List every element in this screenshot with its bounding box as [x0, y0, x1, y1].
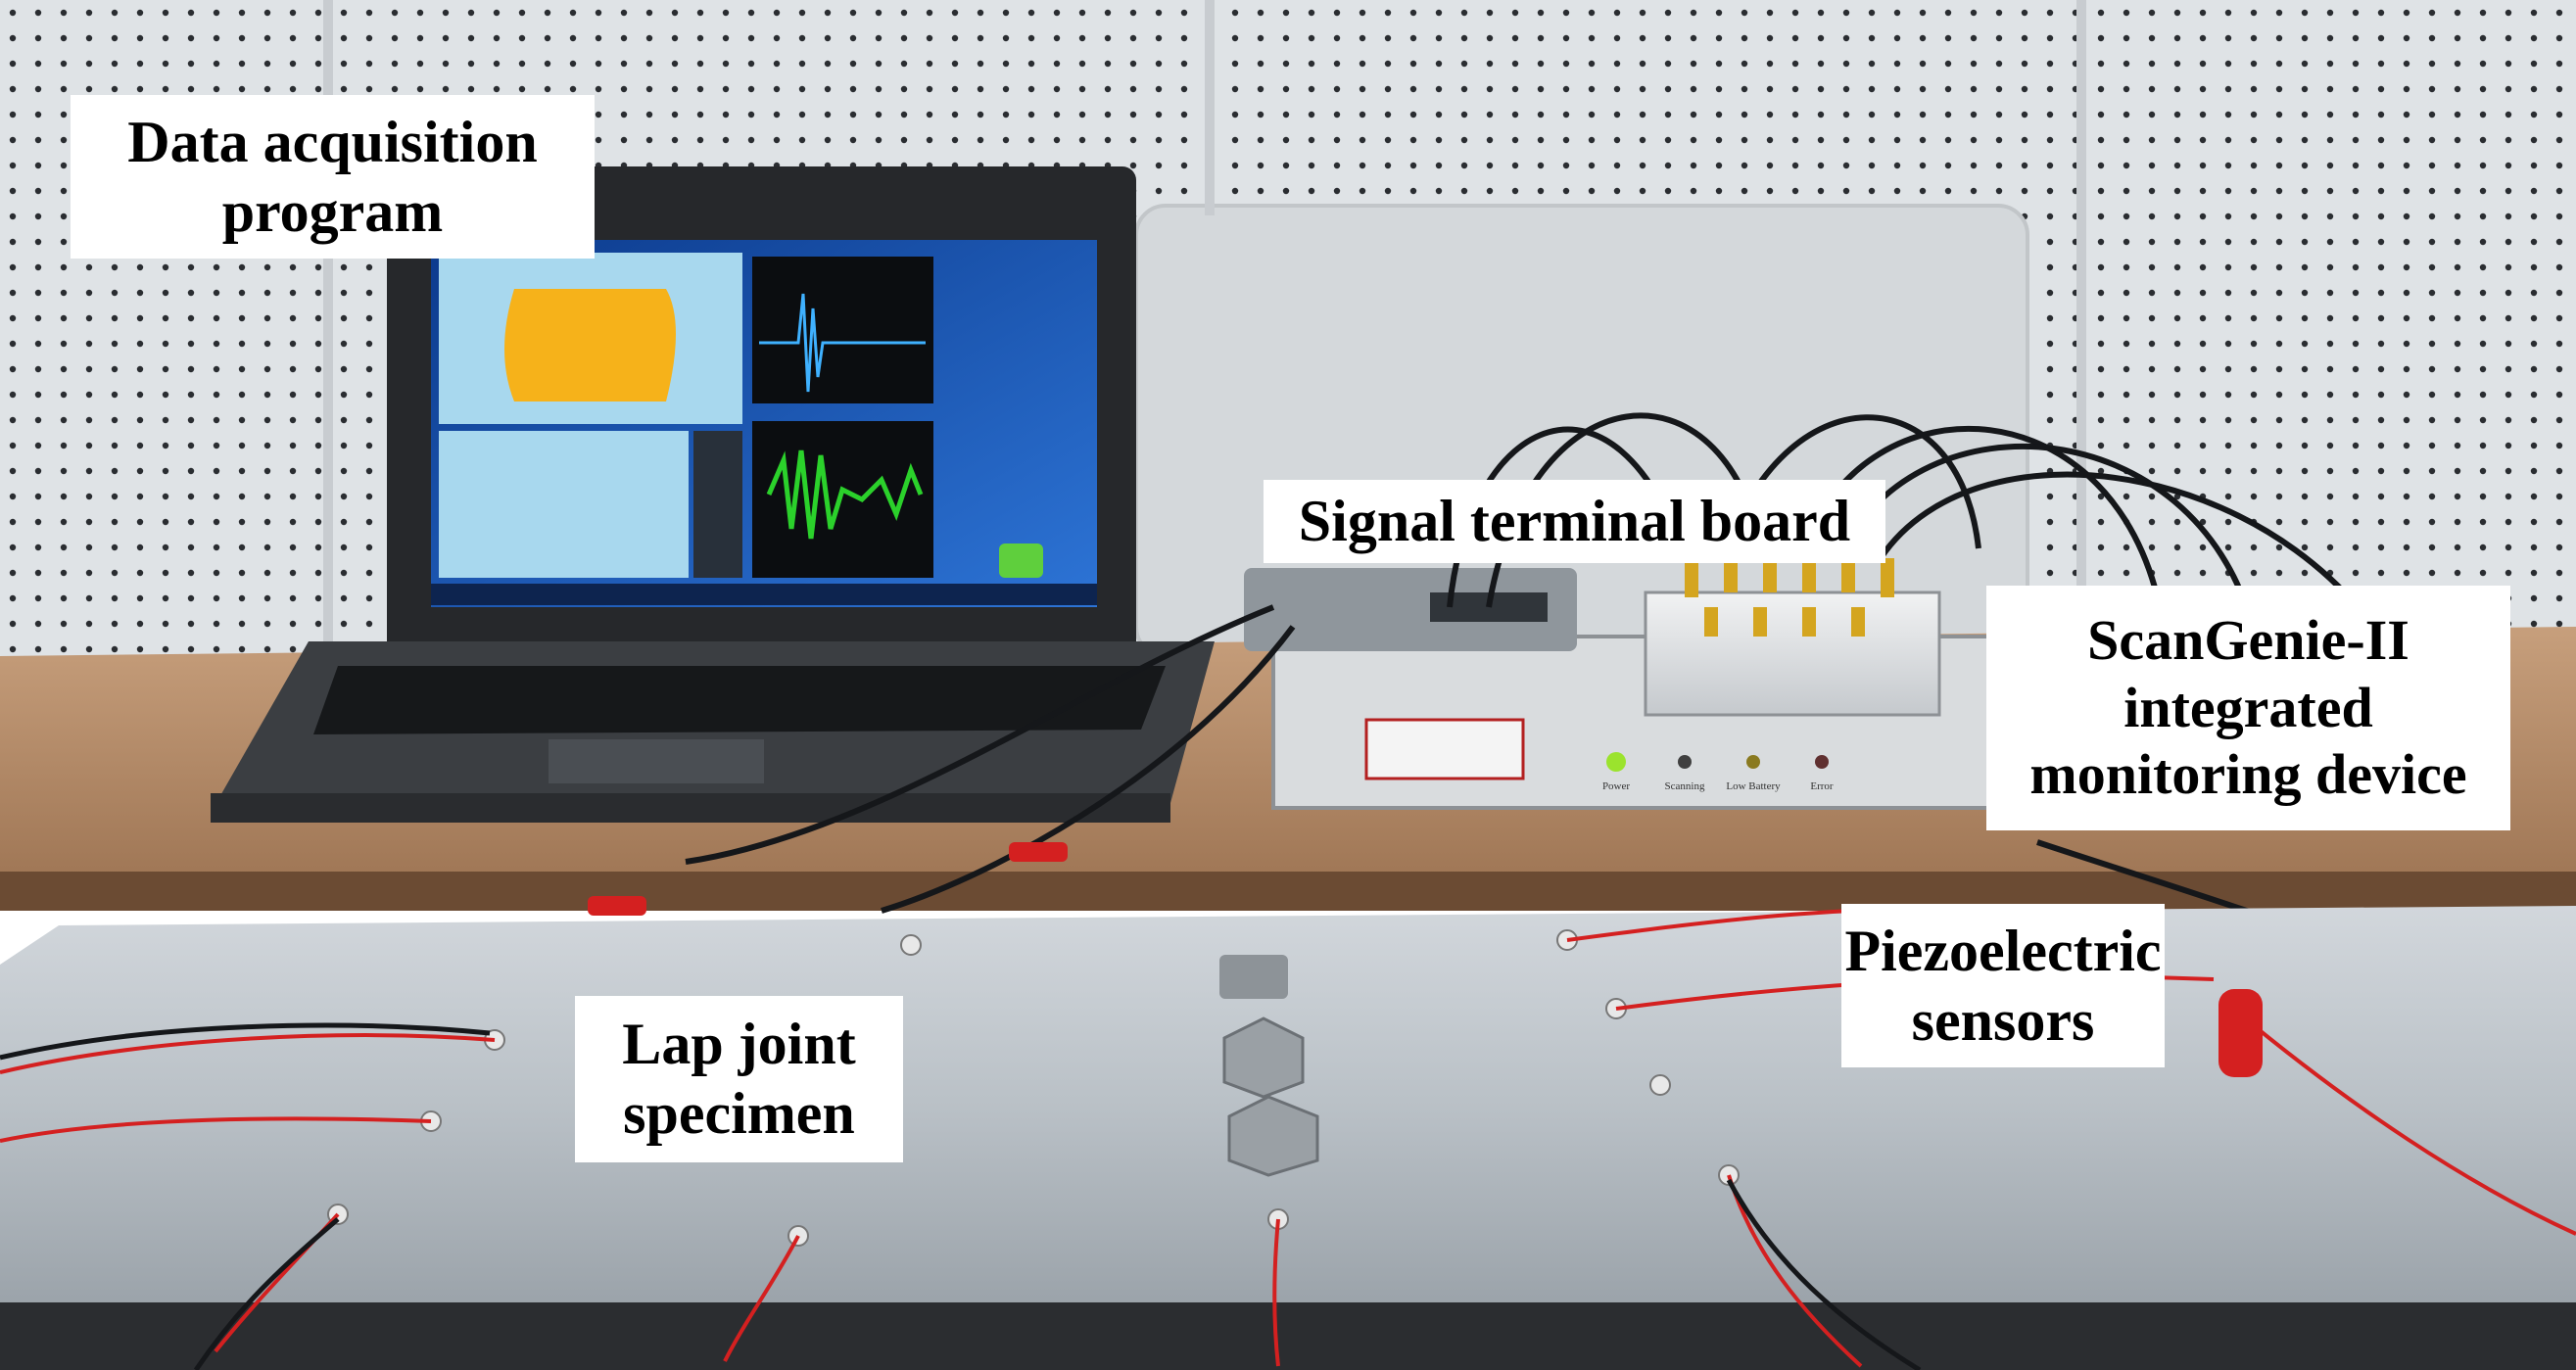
- scangenie-device-label: ScanGenie-II integrated monitoring devic…: [1986, 586, 2510, 830]
- sensor-layout-plate: [504, 289, 676, 402]
- bolts: [1219, 955, 1319, 1177]
- scangenie-line-1: ScanGenie-II: [2087, 608, 2409, 673]
- lap-joint-specimen-label: Lap joint specimen: [575, 996, 903, 1162]
- signal-terminal-line-1: Signal terminal board: [1298, 489, 1851, 554]
- signal-terminal-board-label: Signal terminal board: [1264, 480, 1885, 563]
- sensor-data-panel: [752, 421, 933, 578]
- data-acquisition-program-label: Data acquisition program: [71, 95, 595, 259]
- lap-joint-line-2: specimen: [623, 1081, 855, 1146]
- piezo-sensors: [0, 842, 2576, 1370]
- piezoelectric-sensors-label: Piezoelectric sensors: [1841, 904, 2165, 1067]
- scangenie-line-2: integrated: [2123, 675, 2373, 739]
- data-acquisition-line-1: Data acquisition: [127, 109, 538, 174]
- piezo-line-2: sensors: [1911, 987, 2095, 1053]
- lap-joint-line-1: Lap joint: [622, 1012, 856, 1077]
- scanning-indicator-text: Scanning: [1665, 780, 1705, 792]
- power-indicator-text: Power: [1602, 780, 1630, 792]
- piezo-line-1: Piezoelectric: [1844, 918, 2162, 983]
- actuation-signal-panel: [752, 257, 933, 403]
- low-battery-indicator-text: Low Battery: [1726, 780, 1781, 792]
- scangenie-line-3: monitoring device: [2029, 742, 2467, 807]
- workspace-manager-panel: [439, 431, 689, 578]
- laptop: [211, 166, 1215, 823]
- data-acquisition-line-2: program: [221, 178, 444, 244]
- alligator-clip: [2218, 989, 2263, 1077]
- error-indicator-text: Error: [1810, 780, 1834, 792]
